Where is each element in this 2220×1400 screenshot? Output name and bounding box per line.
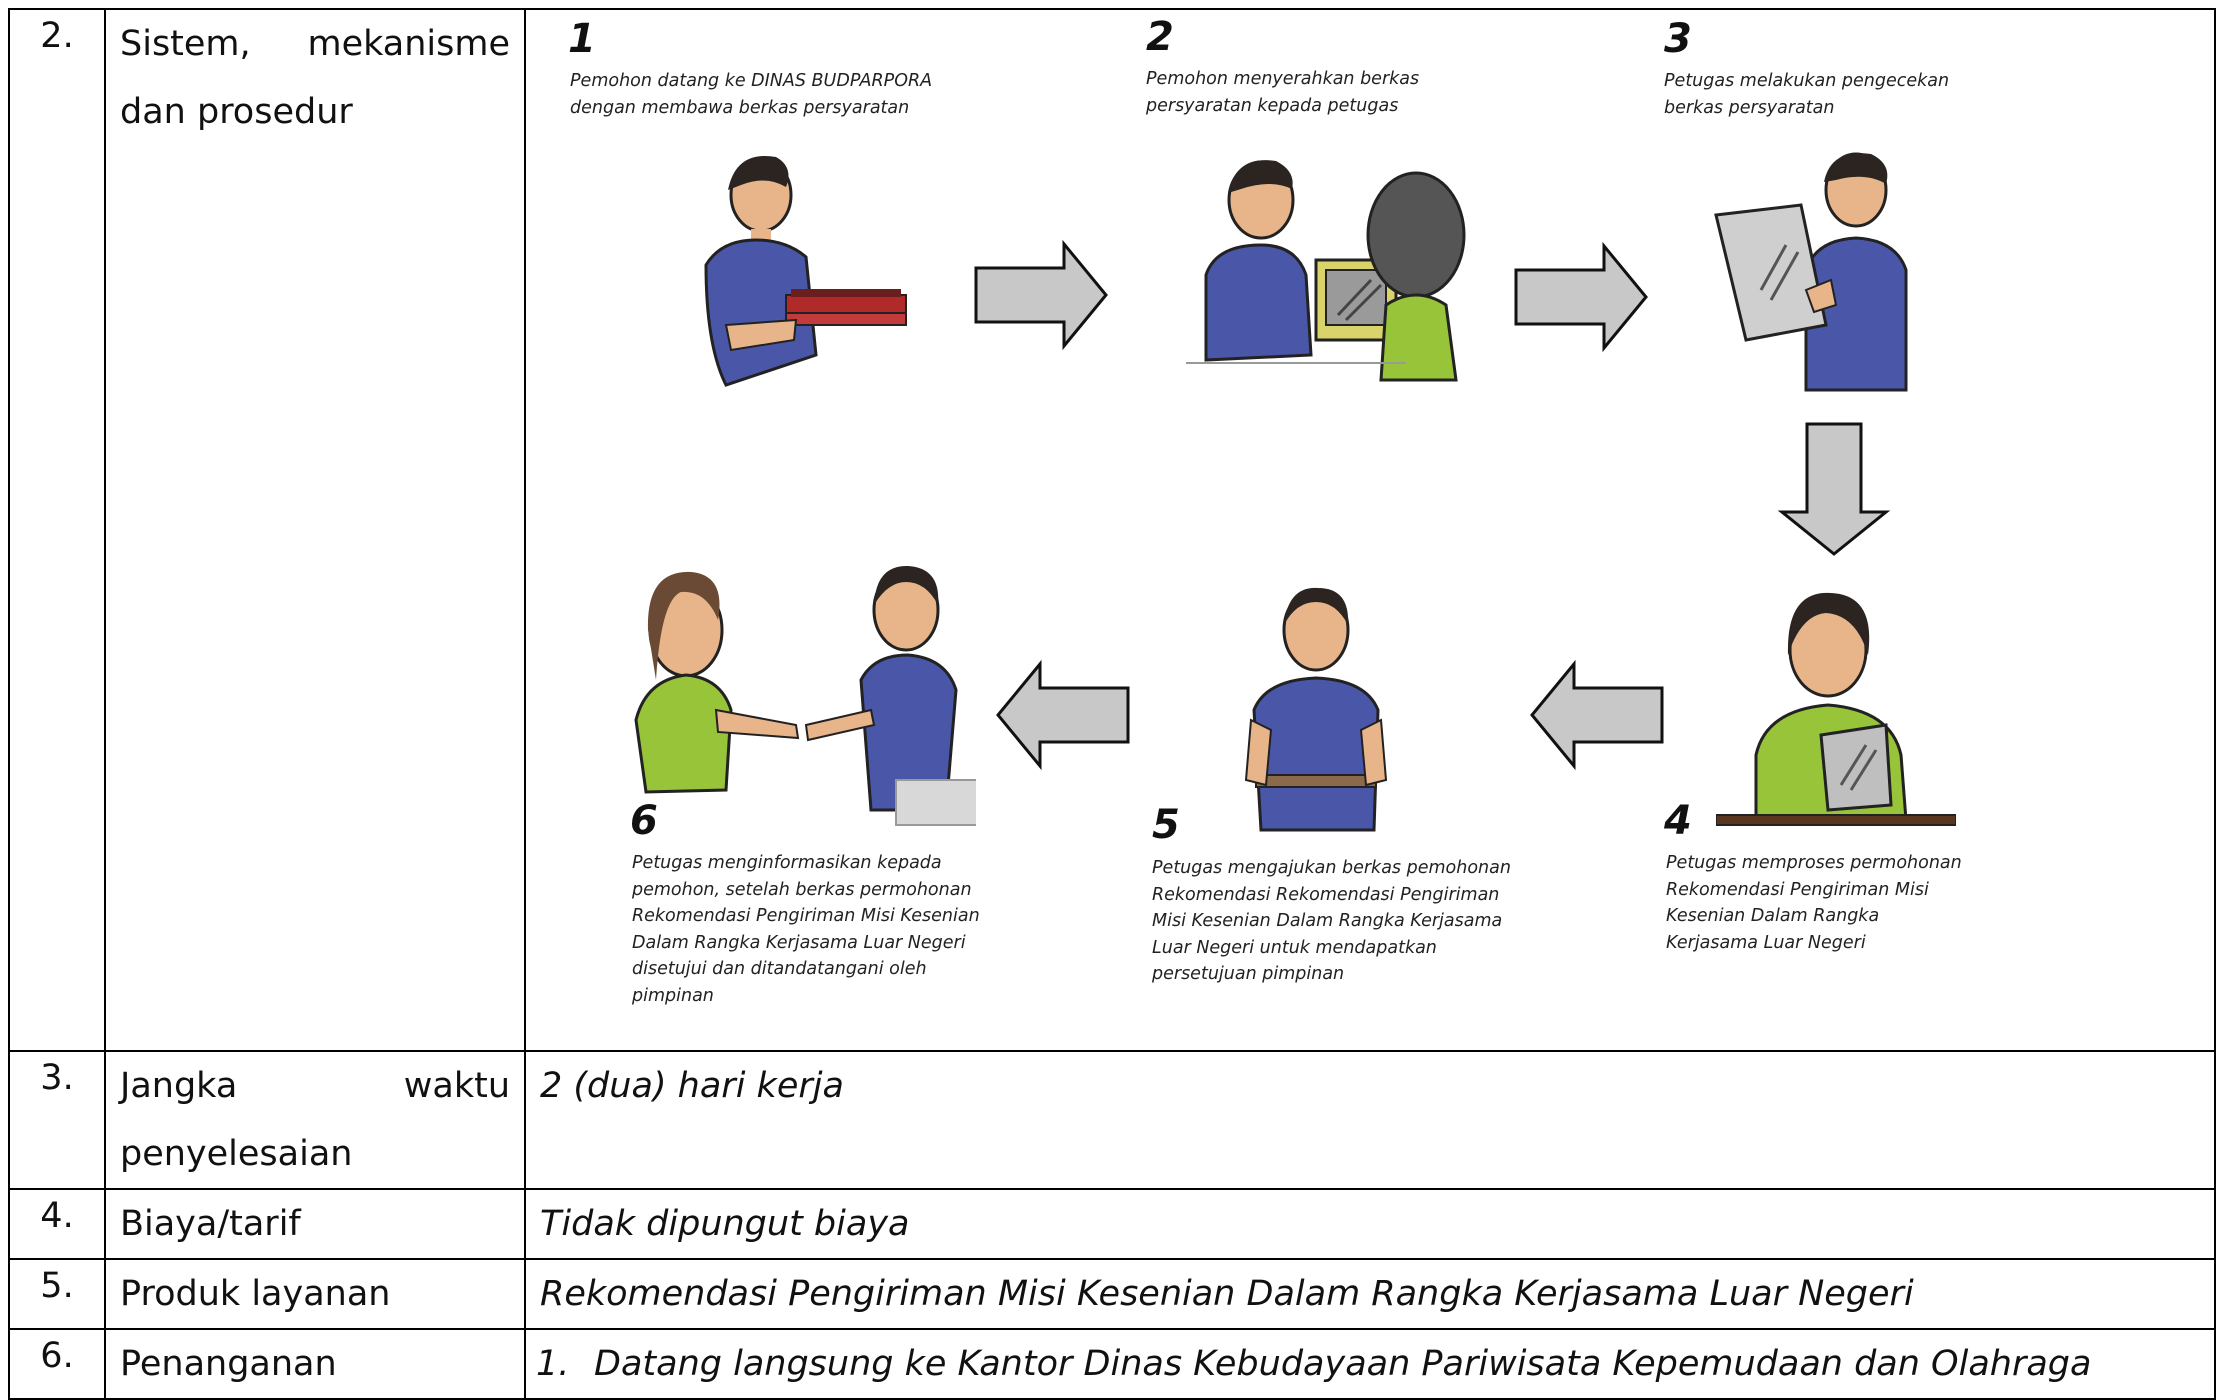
- two-people-shaking-hands-icon: [634, 565, 976, 826]
- service-standard-table: 2. Sistem, mekanisme dan prosedur 1 Pemo…: [8, 8, 2216, 1400]
- table-row: 6. Penanganan 1. Datang langsung ke Kant…: [8, 1328, 2216, 1400]
- list-item: 1. Datang langsung ke Kantor Dinas Kebud…: [536, 1330, 2200, 1398]
- procedure-diagram-cell: 1 Pemohon datang ke DINAS BUDPARPORA den…: [524, 8, 2216, 1052]
- person-handing-documents-to-officer-icon: [1186, 160, 1466, 382]
- arrow-down-icon: [1777, 422, 1891, 556]
- row-number: 6.: [8, 1328, 106, 1400]
- list-item-number: 1.: [536, 1344, 570, 1384]
- row-value: 1. Datang langsung ke Kantor Dinas Kebud…: [524, 1328, 2216, 1400]
- row-label: Produk layanan: [104, 1258, 526, 1330]
- officer-at-desk-with-tablet-icon: [1716, 592, 1956, 826]
- row-value: 2 (dua) hari kerja: [524, 1050, 2216, 1190]
- step-number: 6: [630, 798, 658, 844]
- row-value: Tidak dipungut biaya: [524, 1188, 2216, 1260]
- step-description: Pemohon menyerahkan berkas persyaratan k…: [1146, 69, 1420, 116]
- label-line: dan prosedur: [120, 92, 353, 132]
- step-description: Pemohon datang ke DINAS BUDPARPORA denga…: [570, 71, 933, 118]
- step-number: 4: [1664, 798, 1692, 844]
- row-number: 5.: [8, 1258, 106, 1330]
- step-description: Petugas menginformasikan kepada pemohon,…: [632, 853, 980, 1006]
- label-word: Sistem,: [120, 24, 251, 64]
- officer-reading-document-icon: [1714, 152, 1908, 392]
- step-number: 1: [568, 16, 596, 62]
- step-number: 2: [1146, 14, 1174, 60]
- table-row: 2. Sistem, mekanisme dan prosedur 1 Pemo…: [8, 8, 2216, 1052]
- arrow-left-icon: [996, 660, 1130, 770]
- step-description: Petugas memproses permohonan Rekomendasi…: [1666, 853, 1962, 953]
- row-label: Penanganan: [104, 1328, 526, 1400]
- person-holding-documents-icon: [704, 155, 907, 387]
- row-number: 2.: [8, 8, 106, 1052]
- list-item-text: Datang langsung ke Kantor Dinas Kebudaya…: [594, 1344, 2092, 1384]
- officer-carrying-documents-icon: [1244, 587, 1388, 832]
- label-word: waktu: [403, 1066, 510, 1106]
- label-line: penyelesaian: [120, 1134, 353, 1174]
- table-row: 4. Biaya/tarif Tidak dipungut biaya: [8, 1188, 2216, 1260]
- step-number: 5: [1152, 802, 1180, 848]
- step-number: 3: [1664, 16, 1692, 62]
- row-label: Sistem, mekanisme dan prosedur: [104, 8, 526, 1052]
- table-row: 3. Jangka waktu penyelesaian 2 (dua) har…: [8, 1050, 2216, 1190]
- row-label: Jangka waktu penyelesaian: [104, 1050, 526, 1190]
- arrow-left-icon: [1530, 660, 1664, 770]
- arrow-right-icon: [1514, 242, 1648, 352]
- table-row: 5. Produk layanan Rekomendasi Pengiriman…: [8, 1258, 2216, 1330]
- row-number: 3.: [8, 1050, 106, 1190]
- procedure-flow-diagram: 1 Pemohon datang ke DINAS BUDPARPORA den…: [526, 10, 2214, 1050]
- row-number: 4.: [8, 1188, 106, 1260]
- row-value: Rekomendasi Pengiriman Misi Kesenian Dal…: [524, 1258, 2216, 1330]
- arrow-right-icon: [974, 240, 1108, 350]
- step-description: Petugas mengajukan berkas pemohonan Reko…: [1152, 858, 1511, 984]
- label-word: mekanisme: [307, 24, 511, 64]
- step-description: Petugas melakukan pengecekan berkas pers…: [1664, 71, 1950, 118]
- label-word: Jangka: [120, 1066, 238, 1106]
- row-label: Biaya/tarif: [104, 1188, 526, 1260]
